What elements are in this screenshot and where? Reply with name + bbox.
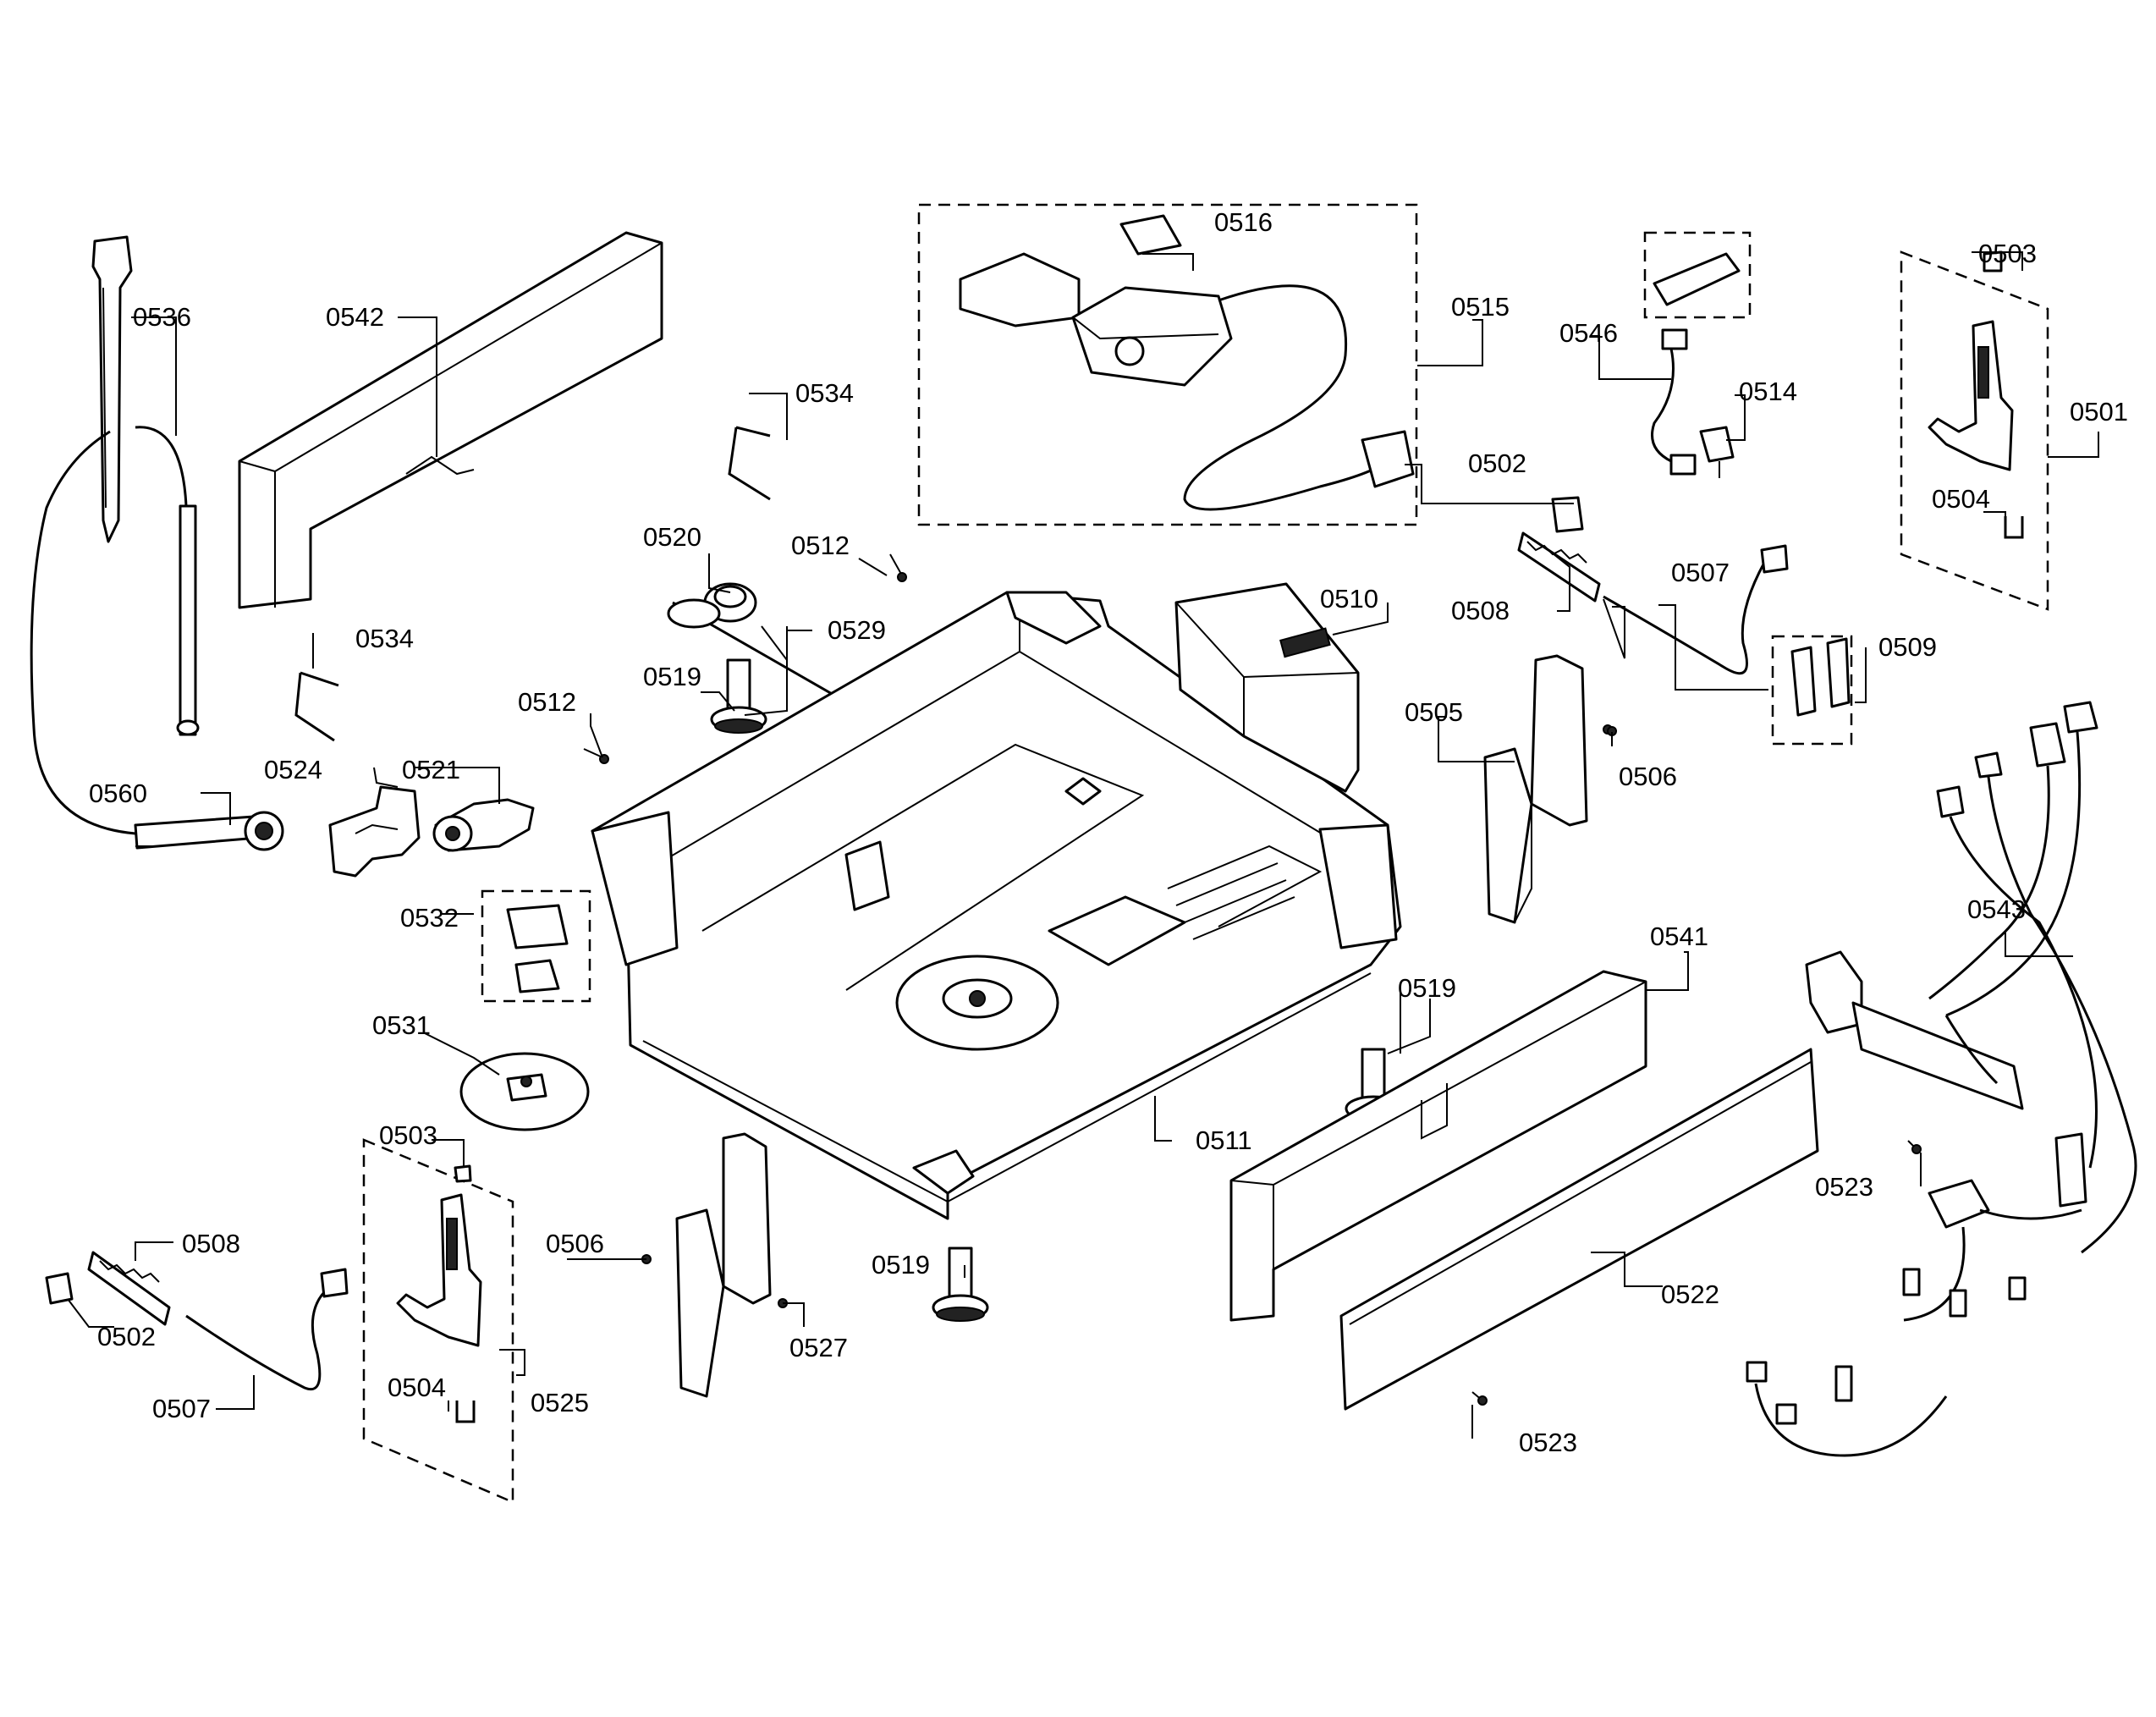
foot-0519-left bbox=[710, 658, 767, 734]
callout-0532: 0532 bbox=[400, 903, 459, 933]
callout-0506-left: 0506 bbox=[546, 1229, 604, 1258]
callout-0534-bottom: 0534 bbox=[355, 624, 414, 653]
hinge-0525 bbox=[396, 1164, 482, 1423]
callout-0506-right: 0506 bbox=[1619, 762, 1677, 791]
callout-0534-top: 0534 bbox=[795, 378, 854, 408]
spring-0508-left bbox=[87, 1251, 171, 1326]
callout-0523-bottom: 0523 bbox=[1519, 1428, 1577, 1457]
control-module-0510 bbox=[1174, 582, 1360, 793]
callout-0519-left: 0519 bbox=[643, 662, 701, 691]
callout-0511: 0511 bbox=[1196, 1125, 1252, 1155]
group-box-0501 bbox=[1900, 250, 2049, 611]
callout-0502-right: 0502 bbox=[1468, 449, 1526, 478]
callout-0521: 0521 bbox=[402, 755, 460, 784]
callout-0504-right: 0504 bbox=[1932, 484, 1990, 514]
sensor-0532 bbox=[506, 904, 569, 993]
callout-labels: 0536 0542 0534 0516 0515 0546 0514 0503 … bbox=[89, 207, 2128, 1457]
rod-0536 bbox=[30, 235, 200, 835]
pump-0521 bbox=[432, 798, 535, 852]
callout-0546: 0546 bbox=[1559, 318, 1618, 348]
callout-0507-right: 0507 bbox=[1671, 558, 1730, 587]
group-box-0532 bbox=[481, 889, 591, 1003]
callout-0522: 0522 bbox=[1661, 1279, 1719, 1309]
group-box-0546 bbox=[1643, 231, 1752, 319]
callout-0501: 0501 bbox=[2070, 397, 2128, 426]
callout-0529: 0529 bbox=[828, 615, 886, 645]
strip-0546 bbox=[1653, 252, 1741, 306]
clip-0534-bottom bbox=[294, 671, 339, 742]
group-box-0509 bbox=[1771, 635, 1853, 746]
callout-0514: 0514 bbox=[1739, 377, 1797, 406]
cover-0516-plate bbox=[959, 214, 1182, 327]
callout-0519-mid: 0519 bbox=[1398, 973, 1456, 1003]
screw-0512-top bbox=[889, 553, 907, 582]
callout-0516: 0516 bbox=[1214, 207, 1273, 237]
callout-0520: 0520 bbox=[643, 522, 701, 552]
callout-0507-left: 0507 bbox=[152, 1394, 211, 1423]
callout-0510: 0510 bbox=[1320, 584, 1378, 614]
base-0511 bbox=[591, 591, 1402, 1220]
callout-0523-right: 0523 bbox=[1815, 1172, 1873, 1202]
callout-0508-right: 0508 bbox=[1451, 596, 1510, 625]
callout-0524: 0524 bbox=[264, 755, 322, 784]
callout-0502-left: 0502 bbox=[97, 1322, 156, 1351]
hose-0560 bbox=[134, 811, 284, 851]
hinge-0501 bbox=[1928, 250, 2024, 539]
callout-0503-left: 0503 bbox=[379, 1120, 437, 1150]
cable-0507-right bbox=[1603, 544, 1789, 675]
callout-0508-left: 0508 bbox=[182, 1229, 240, 1258]
callout-0512-top: 0512 bbox=[791, 531, 850, 560]
callout-0531: 0531 bbox=[372, 1010, 431, 1040]
spring-0508-right bbox=[1517, 531, 1601, 603]
callout-0560: 0560 bbox=[89, 779, 147, 808]
callout-0536: 0536 bbox=[133, 302, 191, 332]
hinge-stop-0502-right bbox=[1551, 496, 1584, 533]
switch-0514 bbox=[1699, 426, 1735, 478]
callout-0512-left: 0512 bbox=[518, 687, 576, 717]
screw-0512-left bbox=[583, 748, 609, 764]
leader-lines bbox=[67, 251, 2099, 1439]
callout-0525: 0525 bbox=[531, 1388, 589, 1417]
callout-0541: 0541 bbox=[1650, 922, 1708, 951]
screw-0523-right bbox=[1907, 1140, 1922, 1154]
disk-0531 bbox=[459, 1052, 590, 1131]
callout-0504-left: 0504 bbox=[388, 1373, 446, 1402]
harness-0543 bbox=[1746, 701, 2137, 1457]
bracket-0527 bbox=[641, 1132, 788, 1398]
pump-body-0515 bbox=[1071, 284, 1415, 511]
panel-0541 bbox=[1229, 970, 1647, 1322]
panel-0522 bbox=[1339, 1048, 1819, 1411]
callout-0543: 0543 bbox=[1967, 894, 2026, 924]
bracket-0505 bbox=[1483, 654, 1613, 924]
callout-0542: 0542 bbox=[326, 302, 384, 332]
cable-0507-left bbox=[185, 1268, 349, 1390]
harness-0546 bbox=[1651, 328, 1697, 476]
clips-0509 bbox=[1790, 637, 1851, 717]
clip-0534-top bbox=[728, 426, 771, 501]
callout-0509: 0509 bbox=[1878, 632, 1937, 662]
callout-0527: 0527 bbox=[789, 1333, 848, 1362]
bracket-0524 bbox=[328, 785, 421, 878]
panel-0542 bbox=[238, 231, 663, 609]
callout-0519-bottom: 0519 bbox=[872, 1250, 930, 1279]
screw-0523-bottom bbox=[1471, 1391, 1488, 1406]
callout-0503-right: 0503 bbox=[1978, 239, 2037, 268]
callout-0515: 0515 bbox=[1451, 292, 1510, 322]
hinge-stop-0502-left bbox=[45, 1272, 74, 1305]
foot-0519-bottom bbox=[932, 1246, 989, 1322]
callout-0505: 0505 bbox=[1405, 697, 1463, 727]
